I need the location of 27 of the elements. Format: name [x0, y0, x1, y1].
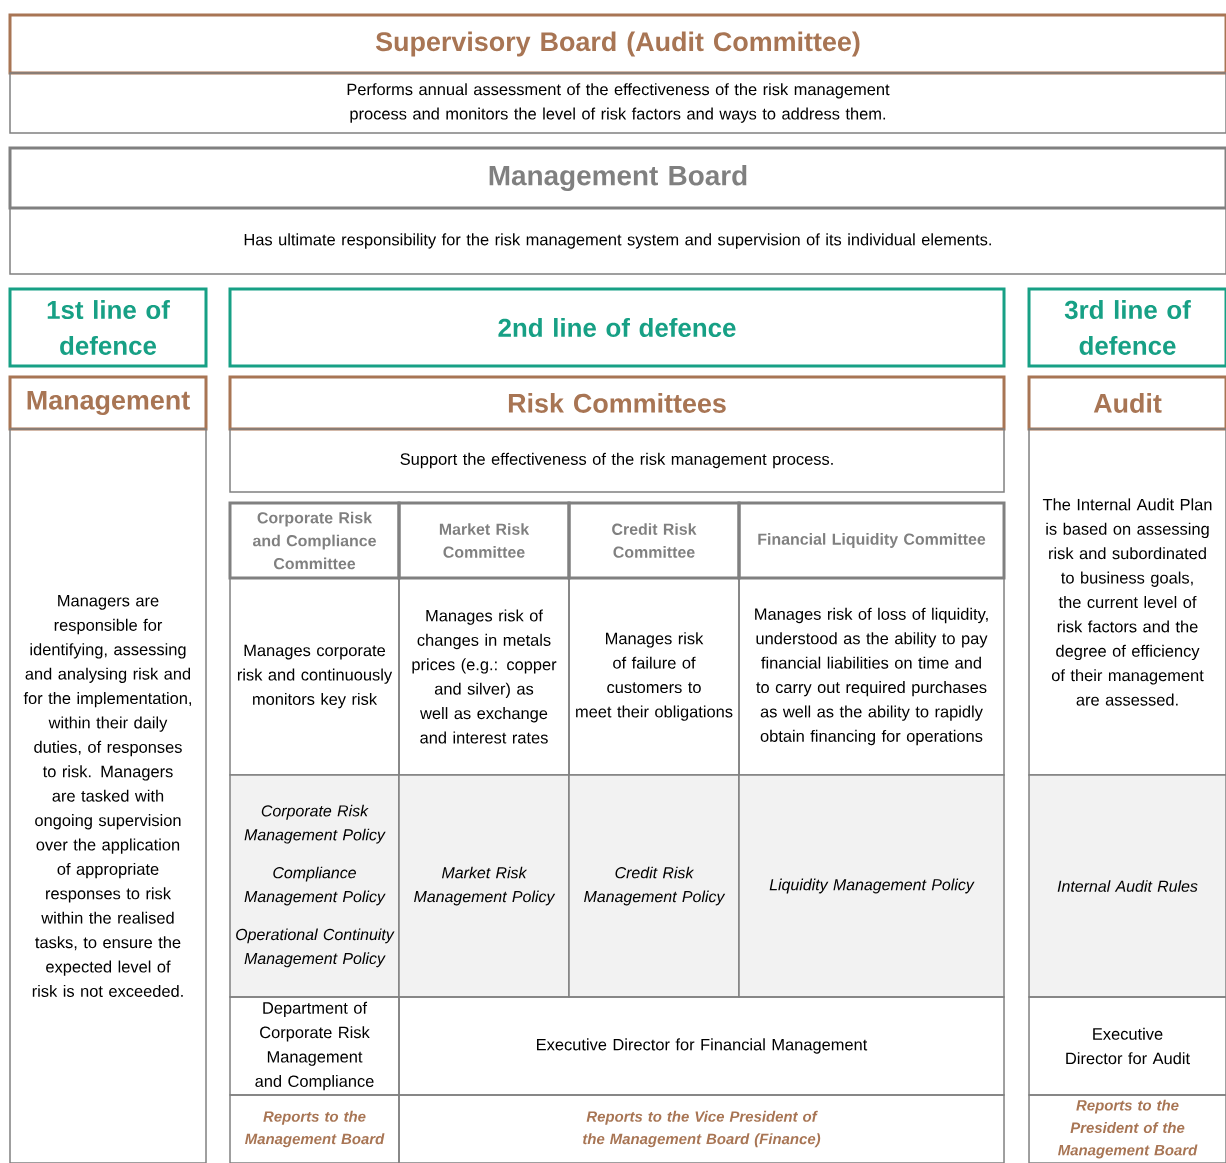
heading-box: 1st line of defence — [8, 287, 208, 368]
heading-box: Management — [8, 375, 208, 431]
policy-cell: Credit Risk Management Policy — [568, 774, 740, 998]
heading-box: Risk Committees — [228, 375, 1006, 431]
header-cell: Financial Liquidity Committee — [737, 501, 1006, 580]
header-cell: Market Risk Committee — [397, 501, 571, 580]
heading-box: Management Board — [8, 146, 1226, 210]
table-cell: Executive Director for Audit — [1028, 996, 1226, 1096]
policy-cell: Corporate Risk Management Policy Compliance Management Policy Operational Continuity Management Policy — [229, 774, 400, 998]
policy-cell: Internal Audit Rules — [1028, 774, 1226, 998]
heading-box: 3rd line of defence — [1027, 287, 1226, 368]
header-cell: Corporate Risk and Compliance Committee — [228, 501, 401, 580]
text-box: Managers are responsible for identifying, assessing and analysing risk and for the implementation, within their daily duties, of responses to risk. Managers are tasked with ongoing supervision over the application of appropriate responses to risk within the realised tasks, to ensure the expected level of risk is not exceeded. — [9, 428, 207, 1163]
table-cell: Reports to the Vice President of the Management Board (Finance) — [398, 1094, 1005, 1163]
heading-box: Audit — [1027, 375, 1226, 431]
table-cell: Reports to the Management Board — [229, 1094, 400, 1163]
policy-cell: Liquidity Management Policy — [738, 774, 1005, 998]
text-box: Support the effectiveness of the risk management process. — [229, 428, 1005, 493]
table-cell: Executive Director for Financial Management — [398, 996, 1005, 1096]
table-cell: Reports to the President of the Management Board — [1028, 1094, 1226, 1163]
header-cell: Credit Risk Committee — [567, 501, 741, 580]
heading-box: Supervisory Board (Audit Committee) — [8, 13, 1226, 75]
text-box: Has ultimate responsibility for the risk management system and supervision of its individual elements. — [9, 207, 1226, 275]
text-box: Performs annual assessment of the effectiveness of the risk management process and monitors the level of risk factors and ways to address them. — [9, 72, 1226, 134]
heading-box: 2nd line of defence — [228, 287, 1006, 368]
table-cell: Department of Corporate Risk Management and Compliance — [229, 996, 400, 1096]
policy-cell: Market Risk Management Policy — [398, 774, 570, 998]
